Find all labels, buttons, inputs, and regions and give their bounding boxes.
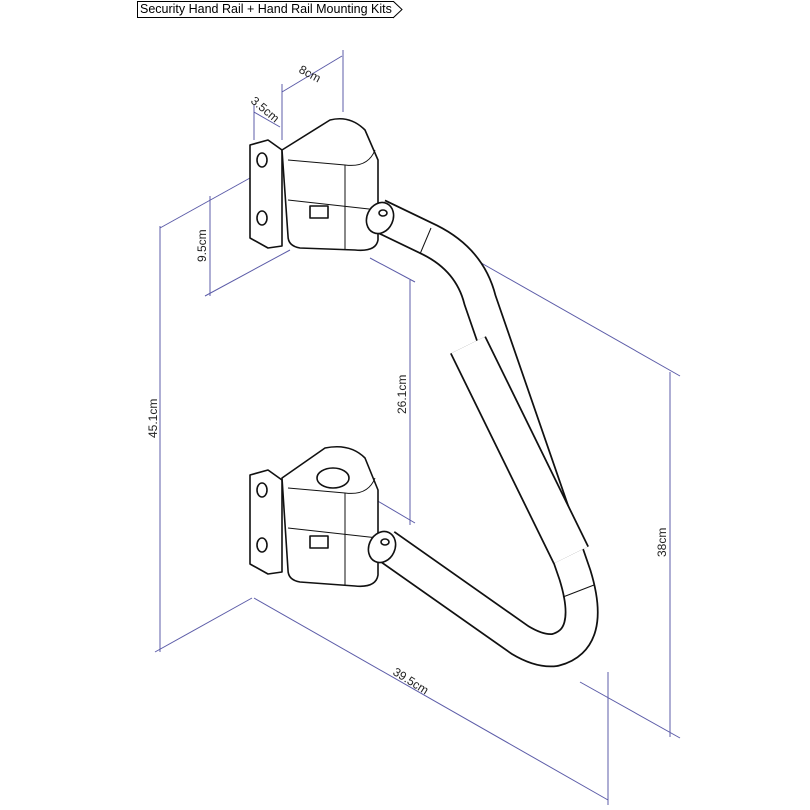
dim-label-45-1cm: 45.1cm bbox=[146, 399, 160, 438]
dim-label-38cm: 38cm bbox=[655, 528, 669, 557]
diagram-title: Security Hand Rail + Hand Rail Mounting … bbox=[137, 1, 394, 18]
dim-label-39-5cm: 39.5cm bbox=[390, 665, 431, 698]
bottom-mounting-bracket bbox=[249, 445, 397, 588]
dim-label-8cm: 8cm bbox=[297, 62, 324, 85]
hand-rail-tube bbox=[370, 199, 599, 668]
title-arrow-icon bbox=[393, 1, 403, 19]
dimension-lines bbox=[154, 50, 681, 805]
locking-knob-icon bbox=[316, 467, 350, 489]
dim-label-26-1cm: 26.1cm bbox=[395, 375, 409, 414]
dim-label-3-5cm: 3.5cm bbox=[248, 94, 282, 126]
dim-label-9-5cm: 9.5cm bbox=[195, 229, 209, 262]
top-mounting-bracket bbox=[249, 117, 395, 252]
